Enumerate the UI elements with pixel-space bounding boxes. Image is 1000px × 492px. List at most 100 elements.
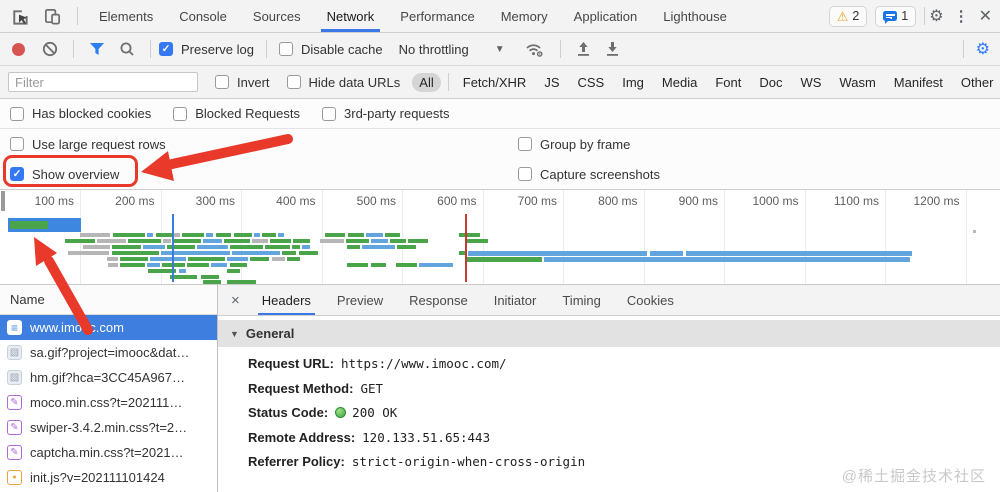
overview-request-bar — [287, 257, 300, 261]
overview-request-bar — [254, 233, 260, 237]
overview-request-bar — [10, 221, 48, 229]
disable-cache-checkbox[interactable] — [278, 42, 293, 56]
has-blocked-cookies-label: Has blocked cookies — [32, 106, 152, 121]
tab-application[interactable]: Application — [573, 8, 638, 24]
import-har-icon[interactable] — [576, 41, 591, 57]
overview-request-bar — [68, 251, 109, 255]
record-network-log-button[interactable] — [12, 42, 25, 56]
more-options-icon[interactable]: ⋮ — [953, 8, 969, 25]
filter-type-other[interactable]: Other — [960, 74, 994, 90]
tab-lighthouse[interactable]: Lighthouse — [663, 8, 727, 24]
issues-badge[interactable]: 1 — [875, 5, 917, 27]
filter-type-manifest[interactable]: Manifest — [893, 74, 943, 90]
request-name: moco.min.css?t=202111… — [30, 395, 183, 410]
gridline — [724, 190, 725, 284]
issue-count: 1 — [901, 9, 909, 23]
overview-request-bar — [468, 251, 647, 256]
filter-funnel-icon[interactable] — [89, 42, 105, 56]
request-row[interactable]: ▨hm.gif?hca=3CC45A967… — [0, 365, 217, 390]
overview-request-bar — [232, 251, 280, 255]
request-row[interactable]: ✎moco.min.css?t=202111… — [0, 390, 217, 415]
tab-console[interactable]: Console — [179, 8, 227, 24]
close-devtools-icon[interactable]: ✕ — [978, 8, 992, 25]
capture-screenshots-checkbox[interactable] — [518, 167, 532, 181]
export-har-icon[interactable] — [605, 41, 620, 57]
overview-request-bar — [347, 263, 368, 267]
overview-request-bar — [197, 245, 228, 249]
overview-request-bar — [80, 233, 110, 237]
overview-request-bar — [325, 233, 345, 237]
request-row[interactable]: ≡www.imooc.com — [0, 315, 217, 340]
group-by-frame-checkbox[interactable] — [518, 137, 532, 151]
general-section-header[interactable]: ▼ General — [218, 320, 1000, 347]
tab-memory[interactable]: Memory — [500, 8, 548, 24]
device-toolbar-icon[interactable] — [43, 7, 62, 26]
filter-type-fetch-xhr[interactable]: Fetch/XHR — [462, 74, 527, 90]
filter-type-ws[interactable]: WS — [800, 74, 822, 90]
inspect-element-icon[interactable] — [10, 7, 29, 26]
overview-request-bar — [201, 275, 219, 279]
tab-elements[interactable]: Elements — [99, 8, 154, 24]
request-row[interactable]: ▨sa.gif?project=imooc&dat… — [0, 340, 217, 365]
filter-type-font[interactable]: Font — [715, 74, 742, 90]
request-row[interactable]: ✎swiper-3.4.2.min.css?t=2… — [0, 415, 217, 440]
details-tab-preview[interactable]: Preview — [336, 292, 384, 308]
invert-label: Invert — [237, 74, 270, 90]
hide-data-urls-checkbox[interactable] — [286, 75, 301, 89]
third-party-requests-checkbox[interactable] — [322, 106, 337, 121]
filter-type-doc[interactable]: Doc — [759, 74, 783, 90]
details-tab-response[interactable]: Response — [409, 292, 468, 308]
overview-request-bar — [211, 263, 227, 267]
filter-type-img[interactable]: Img — [622, 74, 644, 90]
filter-type-wasm[interactable]: Wasm — [839, 74, 876, 90]
clear-network-log-icon[interactable] — [42, 41, 58, 57]
overview-request-bar — [174, 233, 180, 237]
tab-network[interactable]: Network — [314, 0, 388, 32]
details-tab-headers[interactable]: Headers — [249, 285, 324, 315]
gridline — [80, 190, 81, 284]
field-label: Request URL: — [248, 356, 334, 371]
close-details-icon[interactable]: × — [231, 291, 240, 309]
preserve-log-label: Preserve log — [181, 41, 254, 57]
settings-gear-icon[interactable]: ⚙ — [929, 8, 944, 25]
overview-request-bar — [230, 263, 247, 267]
divider — [924, 7, 926, 25]
filter-type-media[interactable]: Media — [661, 74, 698, 90]
filter-type-js[interactable]: JS — [544, 74, 560, 90]
throttling-select[interactable]: No throttling ▼ — [399, 42, 505, 57]
warning-count: 2 — [852, 9, 860, 23]
blocked-requests-checkbox[interactable] — [173, 106, 188, 121]
network-settings-gear-icon[interactable]: ⚙ — [975, 41, 990, 58]
overview-request-bar — [544, 257, 910, 262]
details-tab-cookies[interactable]: Cookies — [626, 292, 674, 308]
request-row[interactable]: ✎captcha.min.css?t=2021… — [0, 440, 217, 465]
overview-request-bar — [320, 239, 344, 243]
search-icon[interactable] — [119, 41, 135, 57]
tab-sources[interactable]: Sources — [252, 8, 301, 24]
details-tab-initiator[interactable]: Initiator — [493, 292, 537, 308]
filter-type-css[interactable]: CSS — [577, 74, 605, 90]
network-conditions-icon[interactable] — [525, 41, 545, 58]
filter-input[interactable] — [8, 72, 198, 92]
tab-performance[interactable]: Performance — [400, 8, 475, 24]
overview-request-bar — [182, 233, 204, 237]
overview-request-bar — [120, 257, 148, 261]
invert-checkbox[interactable] — [215, 75, 229, 89]
field-label: Status Code: — [248, 405, 329, 420]
request-row[interactable]: ●init.js?v=202111101424 — [0, 465, 217, 490]
details-tab-timing[interactable]: Timing — [562, 292, 601, 308]
panel-tabs: Elements Console Sources Network Performance… — [86, 0, 740, 32]
name-column-header[interactable]: Name — [0, 285, 217, 315]
overview-request-bar — [362, 245, 395, 249]
preserve-log-checkbox[interactable] — [159, 42, 173, 56]
warnings-badge[interactable]: ⚠ 2 — [828, 5, 868, 27]
show-overview-checkbox[interactable] — [10, 167, 24, 181]
use-large-request-rows-checkbox[interactable] — [10, 137, 24, 151]
request-name: sa.gif?project=imooc&dat… — [30, 345, 190, 360]
has-blocked-cookies-checkbox[interactable] — [10, 106, 24, 121]
field-label: Request Method: — [248, 380, 354, 396]
overview-request-bar — [419, 263, 453, 267]
filter-type-all[interactable]: All — [412, 72, 441, 92]
